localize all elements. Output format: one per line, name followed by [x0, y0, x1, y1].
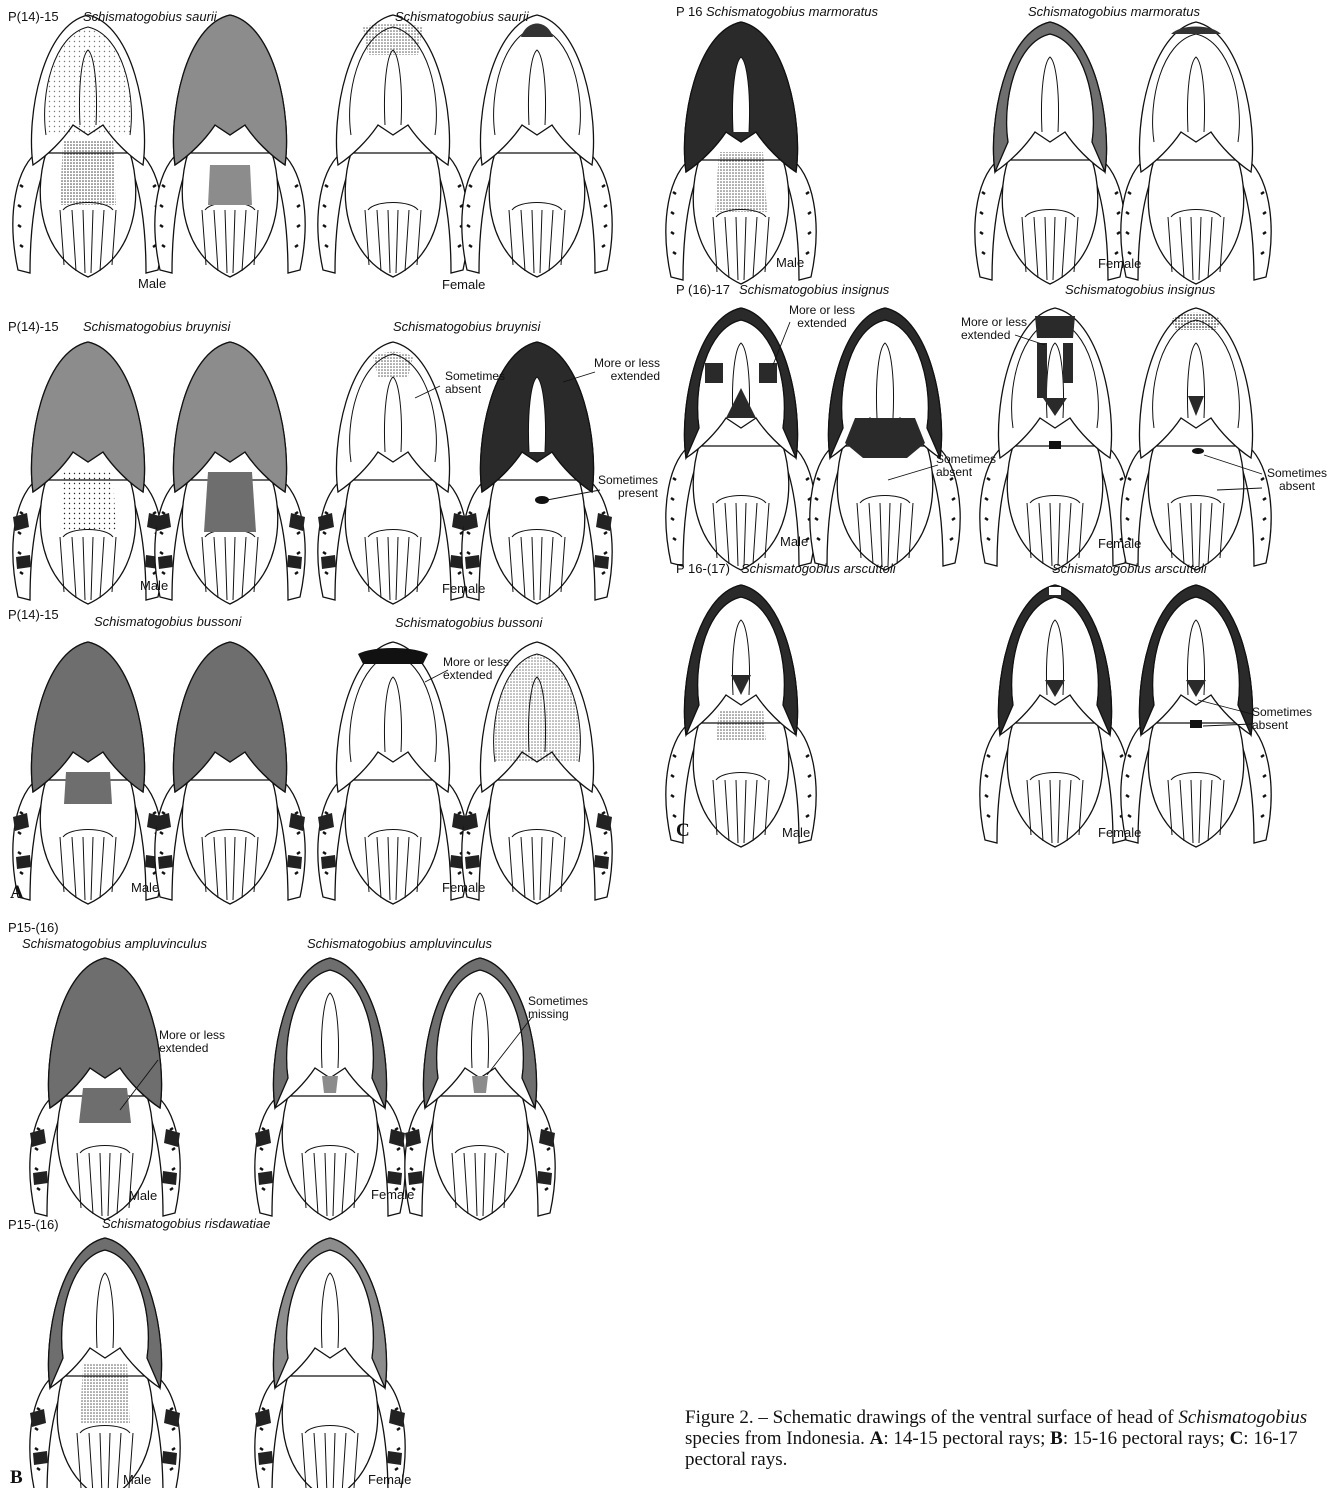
- species-a2-female: Schismatogobius bruynisi: [393, 319, 540, 334]
- bussoni-male-2: [155, 642, 305, 904]
- code-c3: P 16-(17): [676, 561, 730, 576]
- species-c2-male: Schismatogobius insignus: [739, 282, 889, 297]
- sex-a3-male: Male: [131, 880, 159, 895]
- caption-b-text: : 15-16 pectoral rays;: [1063, 1428, 1225, 1449]
- caption-genus: Schismatogobius: [1178, 1407, 1307, 1428]
- sex-c3-male: Male: [782, 825, 810, 840]
- sex-b2-female: Female: [368, 1472, 411, 1487]
- panel-letter-a: A: [10, 882, 24, 904]
- code-b1: P15-(16): [8, 920, 59, 935]
- caption-b-letter: B: [1050, 1428, 1063, 1449]
- note-c3-1: Sometimes absent: [1252, 706, 1322, 732]
- sex-a3-female: Female: [442, 880, 485, 895]
- note-a2-2: More or less extended: [588, 357, 660, 383]
- sex-c2-male: Male: [780, 534, 808, 549]
- saurii-female-2: [462, 15, 612, 277]
- note-a2-3: Sometimes present: [590, 474, 658, 500]
- sex-b1-male: Male: [129, 1188, 157, 1203]
- marmoratus-female-2: [1121, 22, 1271, 284]
- species-a1-female: Schismatogobius saurii: [395, 9, 529, 24]
- sex-c3-female: Female: [1098, 825, 1141, 840]
- arscuttoli-female-2: [1121, 585, 1271, 847]
- sex-b1-female: Female: [371, 1187, 414, 1202]
- panel-letter-c: C: [676, 820, 690, 842]
- species-b1-male: Schismatogobius ampluvinculus: [22, 936, 207, 951]
- code-a3: P(14)-15: [8, 607, 59, 622]
- insignus-female-2: [1121, 308, 1271, 570]
- sex-a2-female: Female: [442, 581, 485, 596]
- species-c1-female: Schismatogobius marmoratus: [1028, 4, 1200, 19]
- insignus-male-2: [810, 308, 960, 570]
- code-c1: P 16: [676, 4, 703, 19]
- species-a3-female: Schismatogobius bussoni: [395, 615, 542, 630]
- species-c3-male: Schismatogobius arscuttoli: [741, 561, 896, 576]
- sex-c1-male: Male: [776, 255, 804, 270]
- saurii-female-1: [318, 15, 468, 277]
- note-c2-4: Sometimes absent: [1262, 467, 1332, 493]
- species-b2-male: Schismatogobius risdawatiae: [102, 1216, 270, 1231]
- bruynisi-male-2: [155, 342, 305, 604]
- code-a1: P(14)-15: [8, 9, 59, 24]
- bussoni-male-1: [13, 642, 163, 904]
- note-a3-1: More or less extended: [443, 656, 523, 682]
- marmoratus-male: [666, 22, 816, 284]
- panel-letter-b: B: [10, 1467, 23, 1489]
- species-a3-male: Schismatogobius bussoni: [94, 614, 241, 629]
- caption-a-text: : 14-15 pectoral rays;: [883, 1428, 1045, 1449]
- sex-a1-female: Female: [442, 277, 485, 292]
- sex-a2-male: Male: [140, 578, 168, 593]
- code-c2: P (16)-17: [676, 282, 730, 297]
- caption-lead: Figure 2. – Schematic drawings of the ve…: [685, 1407, 1174, 1428]
- note-a2-1: Sometimes absent: [445, 370, 515, 396]
- caption-a-letter: A: [870, 1428, 884, 1449]
- marmoratus-female-1: [975, 22, 1125, 284]
- code-a2: P(14)-15: [8, 319, 59, 334]
- ampluvinculus-female-1: [255, 958, 405, 1220]
- sex-b2-male: Male: [123, 1472, 151, 1487]
- note-c2-2: Sometimes absent: [936, 453, 1002, 479]
- arscuttoli-female-1: [980, 585, 1130, 847]
- bruynisi-male-1: [13, 342, 163, 604]
- note-c2-3: More or less extended: [961, 316, 1033, 342]
- insignus-female-1: [980, 308, 1130, 570]
- ampluvinculus-male: [30, 958, 180, 1220]
- arscuttoli-male: [666, 585, 816, 847]
- caption-c-letter: C: [1230, 1428, 1244, 1449]
- species-b1-female: Schismatogobius ampluvinculus: [307, 936, 492, 951]
- species-c1-male: Schismatogobius marmoratus: [706, 4, 878, 19]
- code-b2: P15-(16): [8, 1217, 59, 1232]
- sex-a1-male: Male: [138, 276, 166, 291]
- species-a1-male: Schismatogobius saurii: [83, 9, 217, 24]
- saurii-male-1: [13, 15, 163, 277]
- insignus-male-1: [666, 308, 816, 570]
- caption-tail: species from Indonesia.: [685, 1428, 865, 1449]
- note-c2-1: More or less extended: [786, 304, 858, 330]
- species-c2-female: Schismatogobius insignus: [1065, 282, 1215, 297]
- note-b1-1: More or less extended: [159, 1029, 239, 1055]
- species-a2-male: Schismatogobius bruynisi: [83, 319, 230, 334]
- note-b1-2: Sometimes missing: [528, 995, 598, 1021]
- sex-c2-female: Female: [1098, 536, 1141, 551]
- species-c3-female: Schismatogobius arscuttoli: [1052, 561, 1207, 576]
- figure-caption: Figure 2. – Schematic drawings of the ve…: [685, 1407, 1333, 1470]
- risdawatiae-male: [30, 1238, 180, 1488]
- saurii-male-2: [155, 15, 305, 277]
- sex-c1-female: Female: [1098, 256, 1141, 271]
- risdawatiae-female: [255, 1238, 405, 1488]
